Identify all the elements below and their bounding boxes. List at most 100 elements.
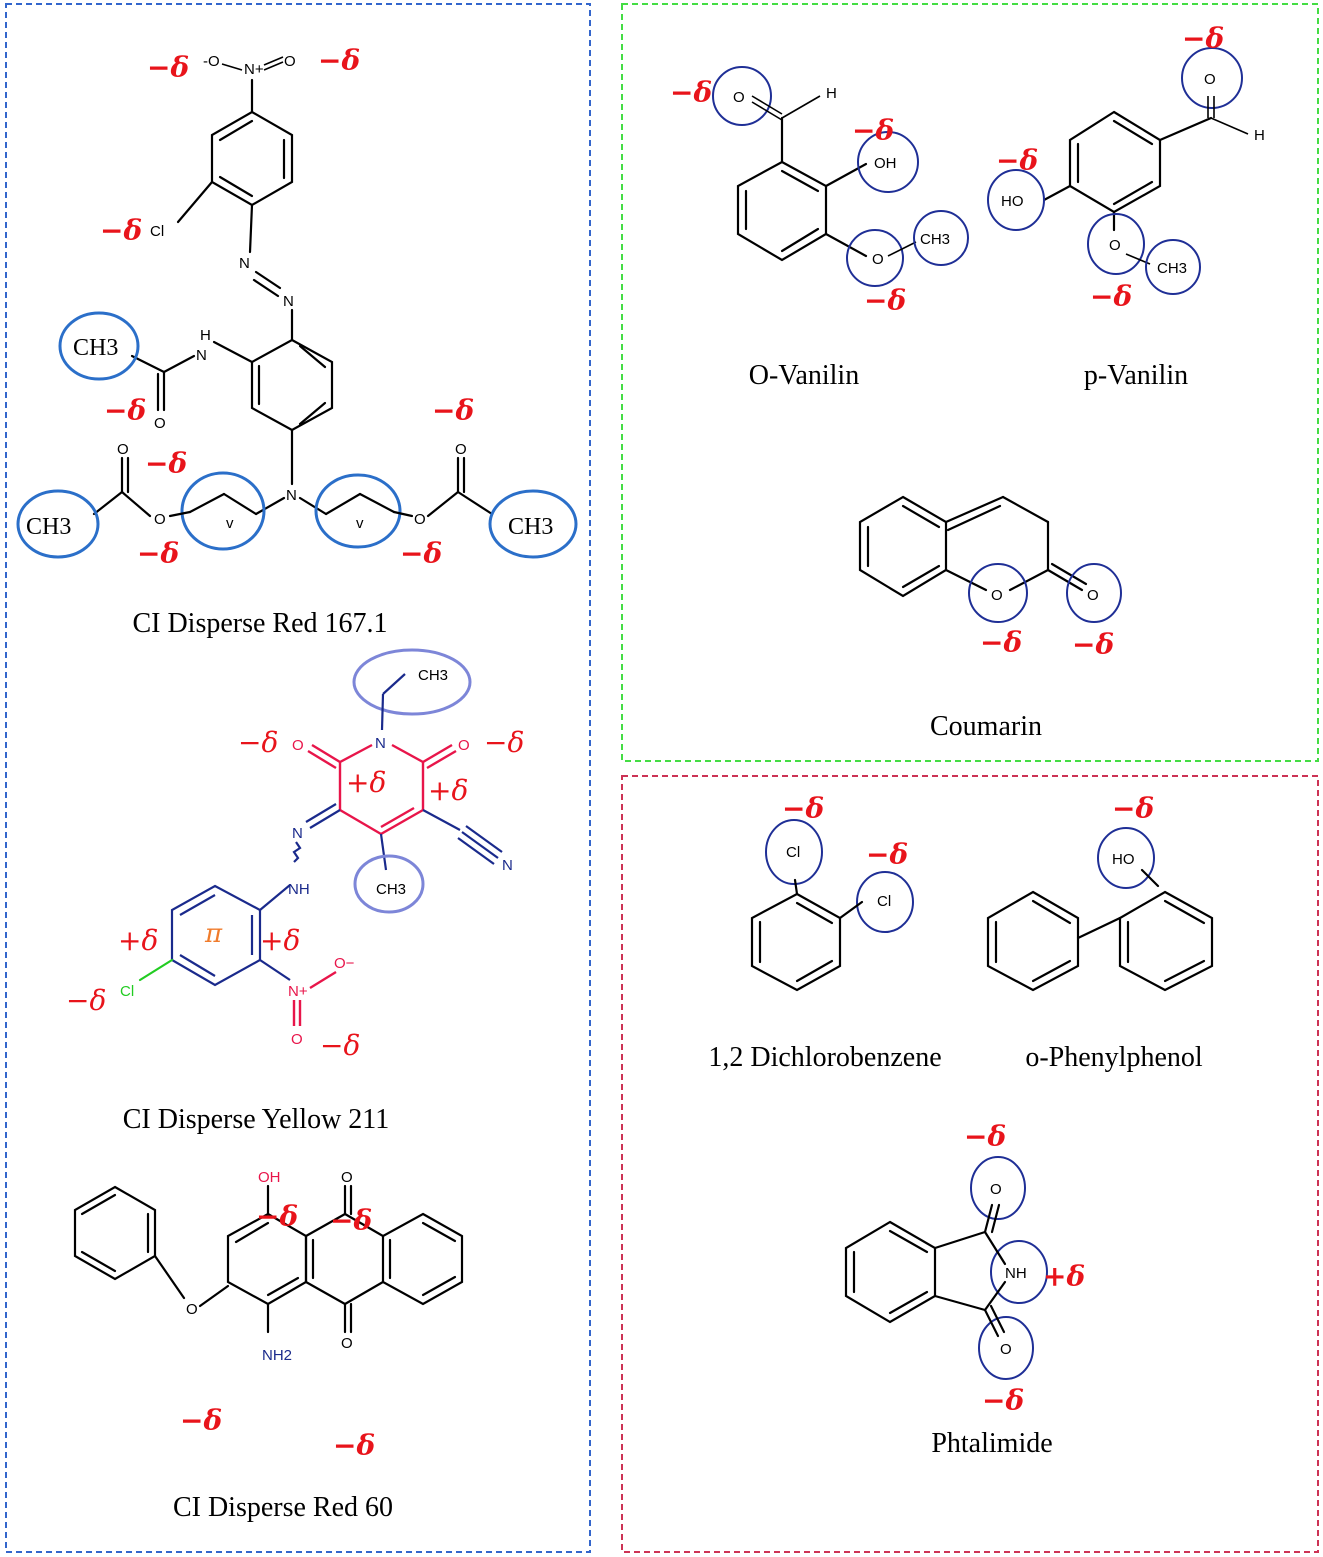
delta: −δ bbox=[100, 214, 142, 247]
y211-o-right: O bbox=[458, 737, 470, 754]
pvan-o-ald: O bbox=[1204, 71, 1216, 88]
red167-o-carbonyl-right: O bbox=[455, 441, 467, 458]
delta: −δ bbox=[1090, 280, 1132, 313]
ovan-o-ald: O bbox=[733, 89, 745, 106]
coumarin-o-carbonyl: O bbox=[1087, 587, 1099, 604]
y211-pi: π bbox=[204, 919, 223, 949]
delta: −δ bbox=[145, 447, 187, 480]
red167-o-carbonyl-left: O bbox=[117, 441, 129, 458]
molecule-coumarin: O O −δ −δ Coumarin bbox=[858, 495, 1122, 742]
red167-ch3-c: CH3 bbox=[508, 514, 553, 540]
pht-o-top: O bbox=[990, 1181, 1002, 1198]
red167-v-mark-1: v bbox=[226, 515, 234, 532]
red167-cl: Cl bbox=[150, 223, 164, 240]
opp-ho: HO bbox=[1112, 851, 1135, 868]
y211-n-plus: N+ bbox=[288, 983, 308, 1000]
molecule-pvanilin: O H HO O CH3 −δ −δ −δ p-Vanilin bbox=[987, 22, 1265, 391]
red167-ch3-a: CH3 bbox=[73, 335, 118, 361]
delta: +δ bbox=[118, 924, 158, 957]
y211-nh: NH bbox=[288, 881, 310, 898]
molecule-phenylphenol: HO −δ o-Phenylphenol bbox=[986, 792, 1214, 1073]
pvan-o-methoxy: O bbox=[1109, 237, 1121, 254]
red167-ch3-b: CH3 bbox=[26, 514, 71, 540]
pvan-h: H bbox=[1254, 127, 1265, 144]
molecule-name-phtalimide: Phtalimide bbox=[931, 1428, 1052, 1459]
red60-o-bottom: O bbox=[341, 1335, 353, 1352]
red167-h: H bbox=[200, 327, 211, 344]
y211-o: O bbox=[291, 1031, 303, 1048]
ovan-ch3: CH3 bbox=[920, 231, 950, 248]
delta: −δ bbox=[400, 537, 442, 570]
molecule-name-phenylphenol: o-Phenylphenol bbox=[1025, 1042, 1203, 1073]
delta: −δ bbox=[782, 792, 824, 825]
molecule-yellow211: CH3 N O O N CH3 N NH bbox=[66, 648, 524, 1135]
pht-nh: NH bbox=[1005, 1265, 1027, 1282]
red167-n-amine: N bbox=[286, 487, 297, 504]
pvan-ch3: CH3 bbox=[1157, 260, 1187, 277]
delta: −δ bbox=[996, 144, 1038, 177]
red167-o-ester-left: O bbox=[154, 511, 166, 528]
dcb-cl-1: Cl bbox=[786, 844, 800, 861]
delta: −δ bbox=[320, 1029, 360, 1062]
panel-bottom-right bbox=[621, 775, 1319, 1553]
delta: −δ bbox=[1072, 628, 1114, 661]
delta: +δ bbox=[260, 924, 300, 957]
y211-ch3-ethyl: CH3 bbox=[418, 667, 448, 684]
ovan-o-methoxy: O bbox=[872, 251, 884, 268]
delta: −δ bbox=[852, 114, 894, 147]
delta: −δ bbox=[670, 76, 712, 109]
y211-n-nitrile: N bbox=[502, 857, 513, 874]
red167-o-minus: -O bbox=[203, 53, 220, 70]
ovan-oh: OH bbox=[874, 155, 897, 172]
red167-n2: N bbox=[283, 293, 294, 310]
panel-top-right bbox=[621, 3, 1319, 762]
y211-ch3-methyl: CH3 bbox=[376, 881, 406, 898]
molecule-ovanilin: O H OH O CH3 −δ −δ −δ O-Vanilin bbox=[670, 66, 969, 391]
delta: +δ bbox=[428, 774, 468, 807]
delta: −δ bbox=[147, 51, 189, 84]
red60-oh: OH bbox=[258, 1169, 281, 1186]
red167-o-amide: O bbox=[154, 415, 166, 432]
molecule-red167: -O N+ O Cl N N H N O CH3 bbox=[16, 44, 578, 639]
red167-v-mark-2: v bbox=[356, 515, 364, 532]
y211-n-azo: N bbox=[292, 825, 303, 842]
delta: −δ bbox=[1112, 792, 1154, 825]
molecule-dichlorobenzene: Cl Cl −δ −δ 1,2 Dichlorobenzene bbox=[708, 792, 941, 1073]
pvan-ho: HO bbox=[1001, 193, 1024, 210]
y211-cl: Cl bbox=[120, 983, 134, 1000]
delta: −δ bbox=[330, 1204, 372, 1237]
delta: −δ bbox=[318, 44, 360, 77]
red60-o-top: O bbox=[341, 1169, 353, 1186]
y211-o-minus: O− bbox=[334, 955, 355, 972]
delta: −δ bbox=[982, 1384, 1024, 1417]
red167-n-plus: N+ bbox=[244, 61, 264, 78]
molecule-name-red167: CI Disperse Red 167.1 bbox=[132, 608, 387, 639]
red60-o-ether: O bbox=[186, 1301, 198, 1318]
delta: −δ bbox=[864, 284, 906, 317]
ovan-h: H bbox=[826, 85, 837, 102]
y211-o-left: O bbox=[292, 737, 304, 754]
y211-n-ring: N bbox=[375, 735, 386, 752]
molecule-name-pvanilin: p-Vanilin bbox=[1084, 360, 1188, 391]
coumarin-o-ring: O bbox=[991, 587, 1003, 604]
molecule-name-coumarin: Coumarin bbox=[930, 711, 1042, 742]
delta: −δ bbox=[104, 394, 146, 427]
molecule-name-ovanilin: O-Vanilin bbox=[749, 360, 859, 391]
delta: +δ bbox=[1043, 1260, 1085, 1293]
delta: −δ bbox=[484, 726, 524, 759]
delta: −δ bbox=[964, 1120, 1006, 1153]
delta: −δ bbox=[137, 537, 179, 570]
red167-o: O bbox=[284, 53, 296, 70]
molecule-phtalimide: O NH O −δ +δ −δ Phtalimide bbox=[844, 1120, 1085, 1459]
dcb-cl-2: Cl bbox=[877, 893, 891, 910]
delta: +δ bbox=[346, 766, 386, 799]
molecule-name-red60: CI Disperse Red 60 bbox=[173, 1492, 393, 1523]
red167-n1: N bbox=[239, 255, 250, 272]
delta: −δ bbox=[1182, 22, 1224, 55]
molecule-name-yellow211: CI Disperse Yellow 211 bbox=[123, 1104, 390, 1135]
delta: −δ bbox=[866, 838, 908, 871]
pht-o-bottom: O bbox=[1000, 1341, 1012, 1358]
